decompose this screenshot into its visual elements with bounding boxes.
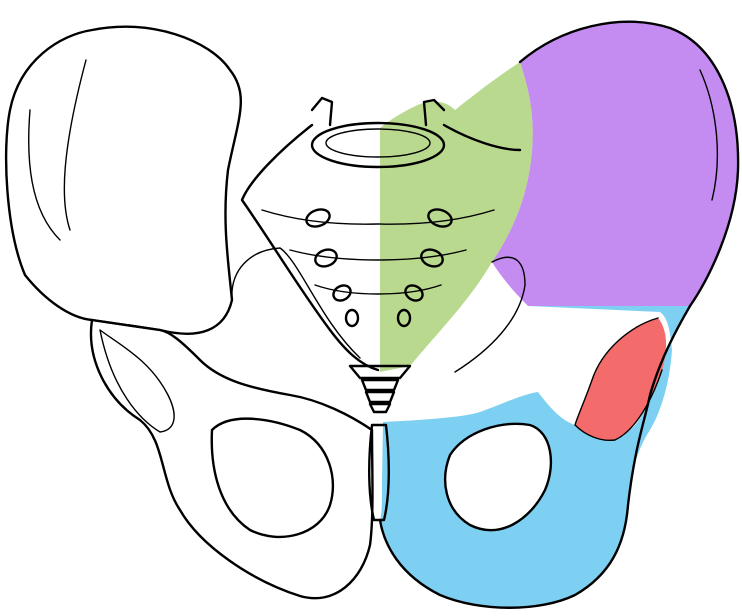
sacrum-left-border [242,125,378,370]
sacral-foramen-l3 [331,282,354,303]
coccyx-segment-4 [370,404,390,412]
left-articular-process [312,98,332,125]
left-obturator-foramen [212,419,333,537]
left-iliac-fossa-line [29,60,86,240]
left-ilium-outline [6,27,241,334]
sacral-foramen-l4 [346,310,358,326]
coccyx-segment-2 [362,380,398,390]
coccyx-segment-3 [366,392,394,402]
sacral-foramen-l1 [304,206,332,229]
